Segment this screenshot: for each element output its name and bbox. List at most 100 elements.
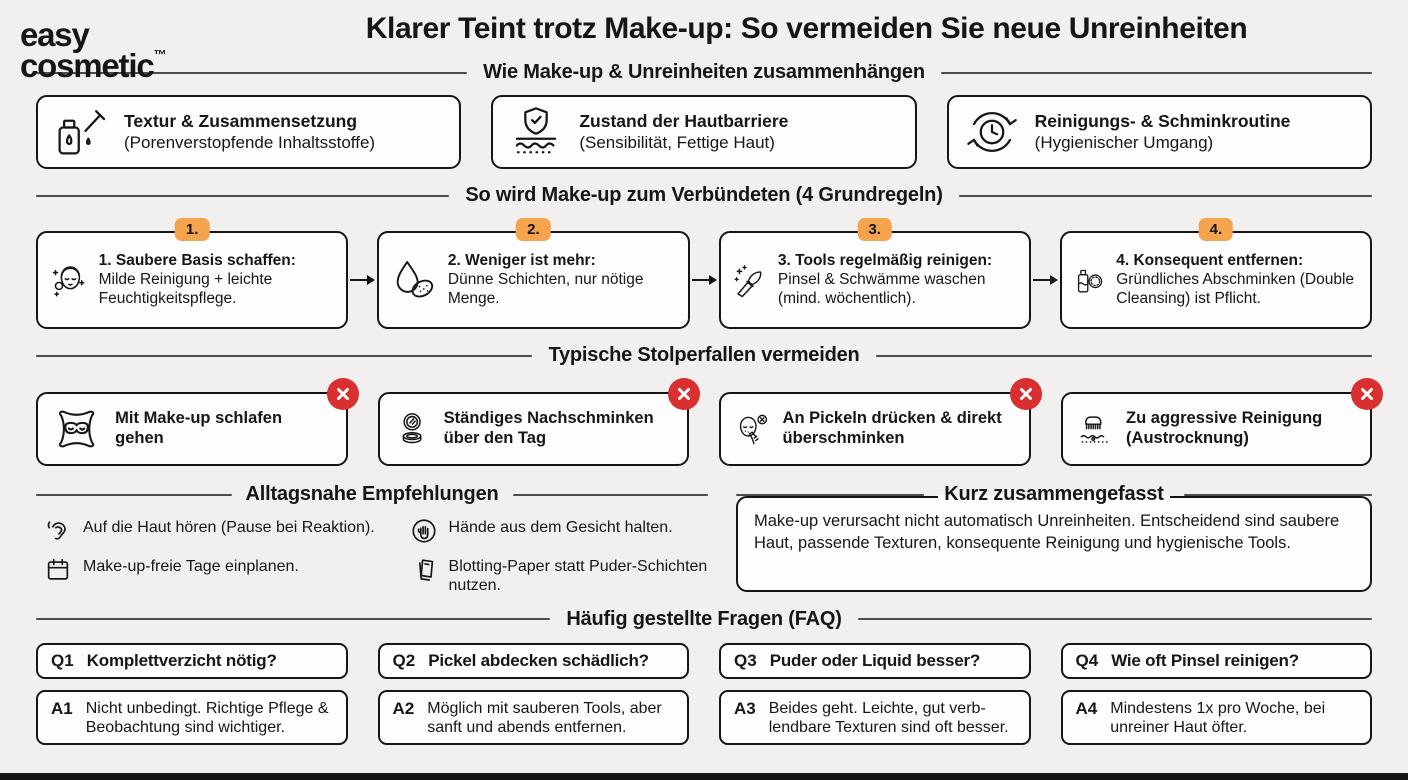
cross-badge-icon <box>1009 378 1042 410</box>
tips-list: Auf die Haut hören (Pause bei Reaktion).… <box>36 519 708 596</box>
clock-cycle-icon <box>966 112 1017 152</box>
tip-item: Auf die Haut hören (Pause bei Reaktion). <box>36 519 392 545</box>
faq-answer-2: A2 Möglich mit sauberen Tools, aber sanf… <box>377 689 689 745</box>
cross-badge-icon <box>668 378 700 410</box>
step-number-badge: 4. <box>1198 218 1234 241</box>
rule-text: Gründliches Abschminken (Double Cleansin… <box>1116 271 1355 307</box>
pitfall-card-aggressive: Zu aggressive Reinigung (Austrocknung) <box>1060 378 1383 466</box>
answer-text: Möglich mit sauberen Tools, aber sanft u… <box>427 699 662 737</box>
cross-badge-icon <box>326 378 359 410</box>
faq-grid: Q1 Komplettverzicht nötig? Q2 Pickel abd… <box>36 642 1372 745</box>
hand-stop-icon <box>411 519 436 543</box>
pitfalls-row: Mit Make-up schlafen gehen Ständiges Nac… <box>36 378 1383 466</box>
page-bottom-border <box>0 773 1408 780</box>
pitfall-text: Ständiges Nachschminken über den Tag <box>443 409 654 447</box>
answer-text: Nicht unbedingt. Richtige Pflege & Beoba… <box>85 699 329 737</box>
ear-icon <box>47 521 66 540</box>
pimple-touch-icon <box>739 414 768 445</box>
brand-logo-line1: easy <box>20 16 90 53</box>
tip-text: Blotting-Paper statt Puder-Schichten nut… <box>448 558 708 594</box>
faq-answer-1: A1 Nicht unbedingt. Richtige Pflege & Be… <box>36 689 348 745</box>
brand-logo: easy cosmetic™ <box>20 16 167 85</box>
divider-line <box>36 354 533 357</box>
question-text: Puder oder Liquid besser? <box>769 650 981 670</box>
tip-item: Blotting-Paper statt Puder-Schichten nut… <box>402 558 708 596</box>
factor-card-routine: Reinigungs- & Schminkroutine (Hygienisch… <box>946 95 1372 169</box>
tips-section: Alltagsnahe Empfehlungen Auf die Haut hö… <box>36 483 709 596</box>
rule-card-2: 2. 2. Weniger ist mehr: Dünne Schichten,… <box>377 218 690 329</box>
factor-subtitle: (Hygienischer Umgang) <box>1034 133 1214 152</box>
pitfall-text: An Pickeln drücken & direkt überschminke… <box>782 409 1002 447</box>
factor-card-barrier: Zustand der Hautbarriere (Sensibilität, … <box>491 95 917 169</box>
rule-title: 1. Saubere Basis schaffen: <box>98 252 296 270</box>
tips-summary-zone: Alltagsnahe Empfehlungen Auf die Haut hö… <box>36 483 1372 596</box>
rule-card-1: 1. 1. Saubere Basis schaffen: Milde Rein… <box>36 218 349 329</box>
factor-subtitle: (Porenverstopfende Inhaltsstoffe) <box>124 133 376 152</box>
summary-section: Kurz zusammengefasst Make-up verursacht … <box>736 483 1372 596</box>
section-heading-rules: So wird Make-up zum Verbündeten (4 Grund… <box>36 184 1373 207</box>
bottle-pad-icon <box>1077 269 1102 293</box>
tip-item: Hände aus dem Gesicht halten. <box>402 519 708 545</box>
rule-title: 3. Tools regelmäßig reinigen: <box>777 252 993 270</box>
divider-line <box>36 71 468 74</box>
answer-label: A4 <box>1075 698 1098 718</box>
shield-skin-icon <box>516 107 557 154</box>
rules-row: 1. 1. Saubere Basis schaffen: Milde Rein… <box>36 218 1372 329</box>
scrub-brush-icon <box>1080 416 1108 443</box>
divider-line <box>958 194 1373 197</box>
tip-text: Make-up-freie Tage einplanen. <box>83 558 299 575</box>
rule-title: 4. Konsequent entfernen: <box>1116 252 1304 270</box>
question-text: Pickel abdecken schädlich? <box>428 650 649 670</box>
faq-question-2: Q2 Pickel abdecken schädlich? <box>377 642 689 679</box>
question-label: Q4 <box>1075 650 1099 670</box>
question-text: Komplettverzicht nötig? <box>86 650 277 670</box>
answer-text: Mindestens 1x pro Woche, bei unreiner Ha… <box>1110 699 1326 737</box>
step-number-badge: 1. <box>174 218 210 241</box>
flow-arrow-icon <box>690 231 719 329</box>
rule-title: 2. Weniger ist mehr: <box>447 252 596 270</box>
faq-question-3: Q3 Puder oder Liquid besser? <box>719 642 1031 679</box>
section-heading-factors: Wie Make-up & Unreinheiten zusammenhänge… <box>36 61 1373 84</box>
trademark-symbol: ™ <box>153 47 167 63</box>
pitfall-card-retouching: Ständiges Nachschminken über den Tag <box>377 378 700 466</box>
tip-text: Auf die Haut hören (Pause bei Reaktion). <box>83 519 375 536</box>
calendar-icon <box>47 558 69 580</box>
rule-card-3: 3. 3. Tools regelmäßig reinigen: Pinsel … <box>718 218 1031 329</box>
divider-line <box>736 493 925 496</box>
rule-text: Milde Reinigung + leichte Feuchtigkeitsp… <box>98 271 273 307</box>
question-label: Q1 <box>51 650 74 670</box>
factor-title: Reinigungs- & Schminkroutine <box>1034 111 1291 131</box>
blotting-paper-icon <box>418 559 433 581</box>
page-title: Klarer Teint trotz Make-up: So vermeiden… <box>365 12 1248 45</box>
section-heading-tips: Alltagsnahe Empfehlungen <box>36 483 709 506</box>
tip-item: Make-up-freie Tage einplanen. <box>36 558 392 596</box>
summary-text: Make-up verursacht nicht automatisch Unr… <box>754 512 1340 552</box>
tip-text: Hände aus dem Gesicht halten. <box>448 519 673 536</box>
section-heading-pitfalls: Typische Stolperfallen vermeiden <box>36 344 1372 367</box>
brush-sparkle-icon <box>733 265 761 298</box>
dropper-bottle-icon <box>58 110 106 155</box>
flow-arrow-icon <box>1031 231 1060 329</box>
section-heading-summary: Kurz zusammengefasst <box>736 483 1372 506</box>
infographic-page: easy cosmetic™ Klarer Teint trotz Make-u… <box>0 12 1408 780</box>
section-heading-faq: Häufig gestellte Fragen (FAQ) <box>36 608 1372 631</box>
compact-mirror-icon <box>402 413 422 444</box>
drop-sponge-icon <box>396 260 434 298</box>
cross-badge-icon <box>1351 378 1383 410</box>
faq-answer-4: A4 Mindestens 1x pro Woche, bei unreiner… <box>1060 689 1372 745</box>
divider-line <box>36 194 450 197</box>
pitfall-text: Mit Make-up schlafen gehen <box>115 409 283 447</box>
factor-title: Textur & Zusammensetzung <box>124 111 358 131</box>
faq-question-4: Q4 Wie oft Pinsel reinigen? <box>1060 642 1372 679</box>
pitfall-text: Zu aggressive Reinigung (Austrocknung) <box>1126 409 1323 447</box>
divider-line <box>1183 493 1372 496</box>
brand-logo-line2: cosmetic™ <box>20 47 167 85</box>
answer-text: Beides geht. Leichte, gut verb­lendbare … <box>768 699 1009 737</box>
rule-text: Dünne Schichten, nur nötige Menge. <box>447 271 644 307</box>
step-number-badge: 3. <box>857 218 892 241</box>
divider-line <box>512 493 709 496</box>
step-number-badge: 2. <box>516 218 551 241</box>
question-label: Q2 <box>392 650 416 670</box>
factor-subtitle: (Sensibilität, Fettige Haut) <box>579 133 775 152</box>
faq-answer-3: A3 Beides geht. Leichte, gut verb­lendba… <box>719 689 1031 745</box>
